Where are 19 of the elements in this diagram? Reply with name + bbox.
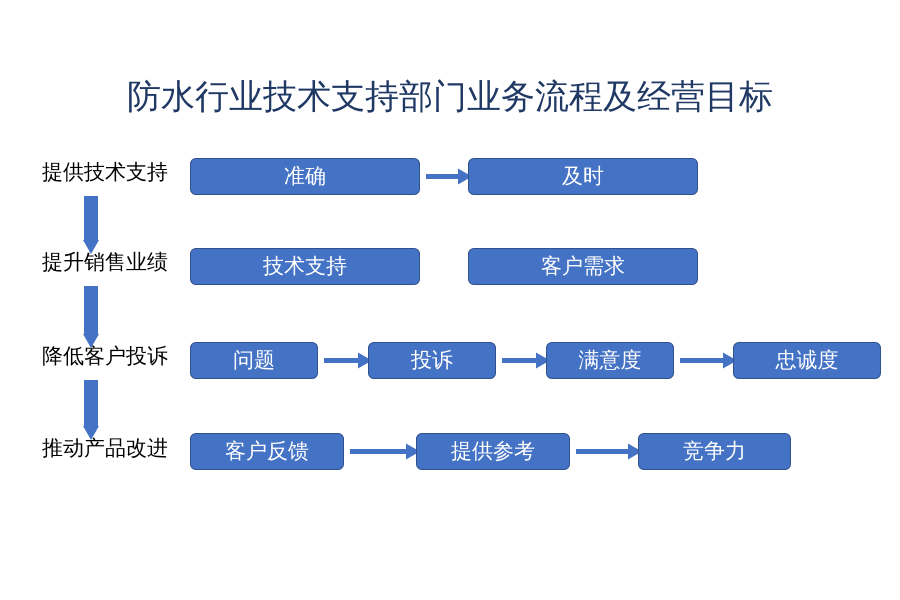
process-box: 准确: [190, 158, 420, 195]
diagram-title: 防水行业技术支持部门业务流程及经营目标: [126, 76, 774, 119]
process-box: 提供参考: [416, 433, 570, 470]
step-label: 降低客户投诉: [25, 342, 185, 372]
arrow: [83, 286, 99, 348]
process-box: 忠诚度: [733, 342, 881, 379]
process-box: 投诉: [368, 342, 496, 379]
process-box: 及时: [468, 158, 698, 195]
process-box: 客户反馈: [190, 433, 344, 470]
step-label: 提升销售业绩: [25, 248, 185, 278]
arrow: [83, 196, 99, 254]
process-box: 满意度: [546, 342, 674, 379]
arrow: [83, 380, 99, 440]
process-box: 竞争力: [638, 433, 791, 470]
step-label: 提供技术支持: [25, 158, 185, 188]
process-box: 技术支持: [190, 248, 420, 285]
step-label: 推动产品改进: [25, 434, 185, 464]
process-box: 问题: [190, 342, 318, 379]
process-box: 客户需求: [468, 248, 698, 285]
